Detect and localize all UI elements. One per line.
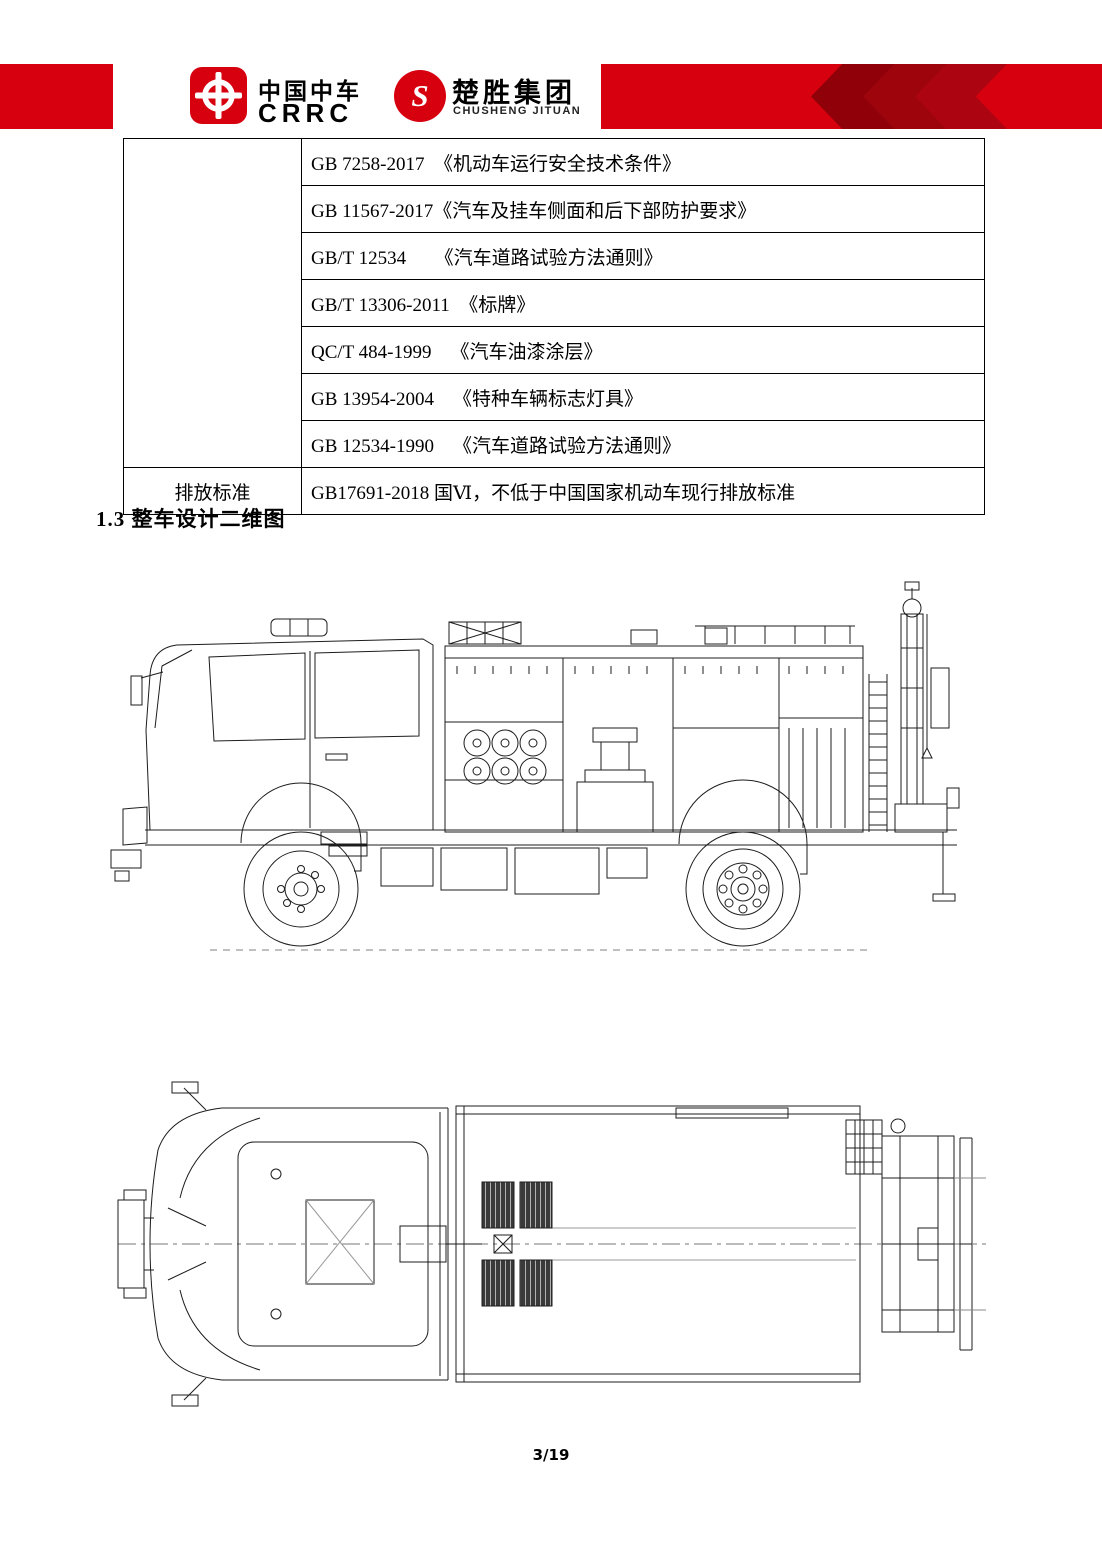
- page-number: 3/19: [532, 1446, 570, 1464]
- table-row: QC/T 484-1999 《汽车油漆涂层》: [124, 326, 985, 374]
- table-row: GB 12534-1990 《汽车道路试验方法通则》: [124, 420, 985, 468]
- table-row: GB 11567-2017《汽车及挂车侧面和后下部防护要求》: [124, 185, 985, 233]
- standards-table: GB 7258-2017 《机动车运行安全技术条件》 GB 11567-2017…: [123, 138, 985, 515]
- merged-category-cell: [123, 138, 302, 468]
- chusheng-name-cn: 楚胜集团: [452, 78, 576, 108]
- crrc-name-cn: 中国中车: [258, 78, 362, 104]
- standard-cell: GB 12534-1990 《汽车道路试验方法通则》: [301, 420, 985, 468]
- chusheng-name-en: CHUSHENG JITUAN: [453, 105, 582, 117]
- table-row: GB 13954-2004 《特种车辆标志灯具》: [124, 373, 985, 421]
- crrc-name-en: CRRC: [258, 98, 354, 128]
- header-right-red-bar: [601, 64, 1102, 129]
- standard-cell: GB 13954-2004 《特种车辆标志灯具》: [301, 373, 985, 421]
- table-row: GB/T 12534 《汽车道路试验方法通则》: [124, 232, 985, 280]
- emission-standard-label: 排放标准: [123, 467, 302, 515]
- top-view-drawing: [117, 1081, 986, 1407]
- table-row: GB 7258-2017 《机动车运行安全技术条件》: [123, 138, 985, 468]
- standard-cell: GB 11567-2017《汽车及挂车侧面和后下部防护要求》: [301, 185, 985, 233]
- section-heading: 1.3 整车设计二维图: [96, 507, 286, 531]
- standard-cell: GB/T 12534 《汽车道路试验方法通则》: [301, 232, 985, 280]
- standard-cell: GB/T 13306-2011 《标牌》: [301, 279, 985, 327]
- chusheng-logo: S: [394, 70, 446, 122]
- standard-cell: GB 7258-2017 《机动车运行安全技术条件》: [301, 138, 985, 186]
- standard-cell: QC/T 484-1999 《汽车油漆涂层》: [301, 326, 985, 374]
- table-row: 排放标准 GB17691-2018 国Ⅵ，不低于中国国家机动车现行排放标准: [123, 467, 985, 515]
- standard-cell: GB17691-2018 国Ⅵ，不低于中国国家机动车现行排放标准: [301, 467, 985, 515]
- chusheng-logo-letter: S: [411, 78, 429, 113]
- crrc-emblem-icon: [195, 72, 242, 119]
- header-left-red-bar: [0, 64, 113, 129]
- crrc-logo: [190, 67, 247, 124]
- table-row: GB/T 13306-2011 《标牌》: [124, 279, 985, 327]
- side-view-drawing: [110, 581, 960, 951]
